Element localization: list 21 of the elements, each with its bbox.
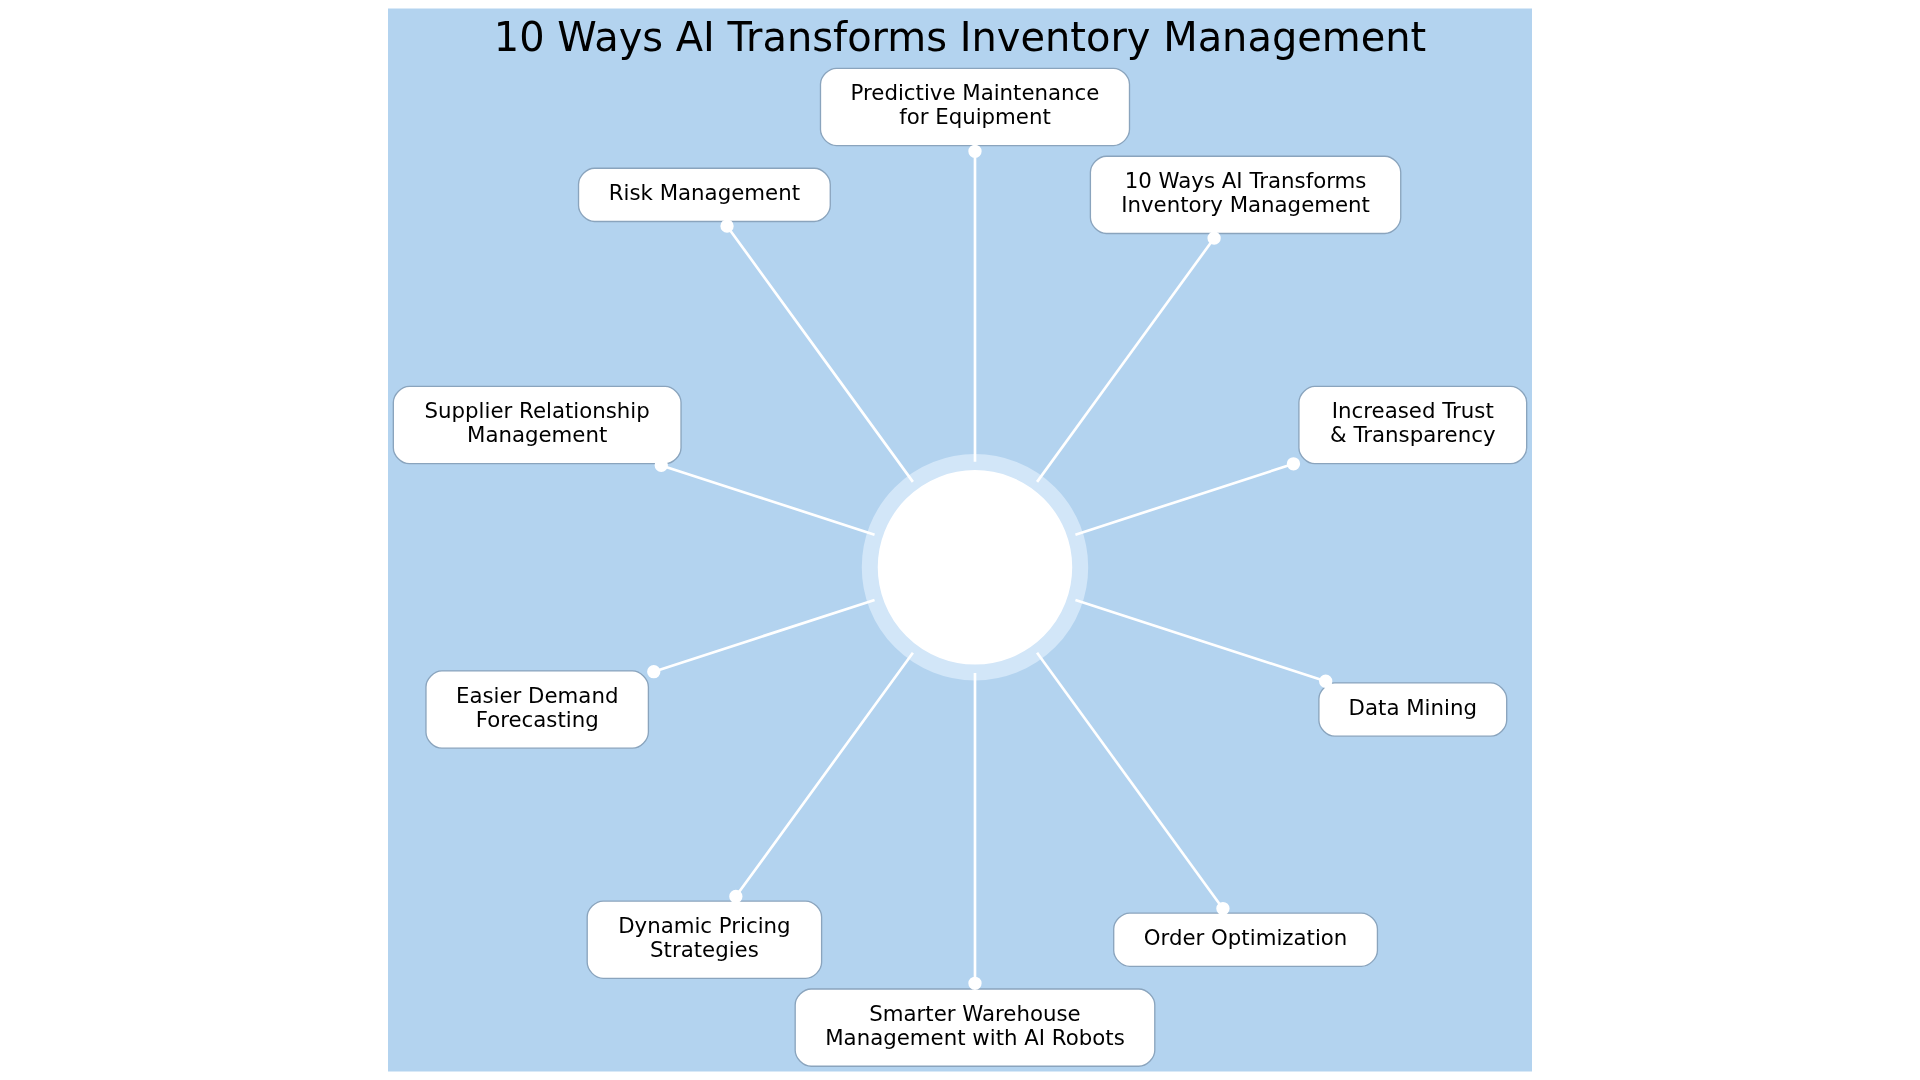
connector [1075, 598, 1333, 688]
node-box: Smarter Warehouse Management with AI Robots [794, 988, 1156, 1067]
node-box: Data Mining [1318, 682, 1508, 737]
node-box: Risk Management [577, 167, 831, 223]
node-box: Predictive Maintenance for Equipment [819, 67, 1131, 147]
node-box: Increased Trust & Transparency [1298, 385, 1528, 465]
node-circle [861, 454, 1089, 681]
node-box: Order Optimization [1113, 912, 1379, 968]
connector [1075, 457, 1301, 536]
connector [968, 144, 982, 462]
node-box: Easier Demand Forecasting [425, 670, 650, 749]
connector [647, 598, 875, 679]
node-box: Supplier Relationship Management [392, 385, 682, 465]
node-box: Dynamic Pricing Strategies [586, 900, 823, 979]
connector [729, 651, 914, 904]
diagram-title: 10 Ways AI Transforms Inventory Management [493, 14, 1427, 61]
node-box: 10 Ways AI Transforms Inventory Management [1089, 155, 1402, 235]
connector [1036, 651, 1230, 916]
connector [720, 219, 914, 483]
connector [968, 672, 982, 990]
connector [1036, 231, 1221, 483]
